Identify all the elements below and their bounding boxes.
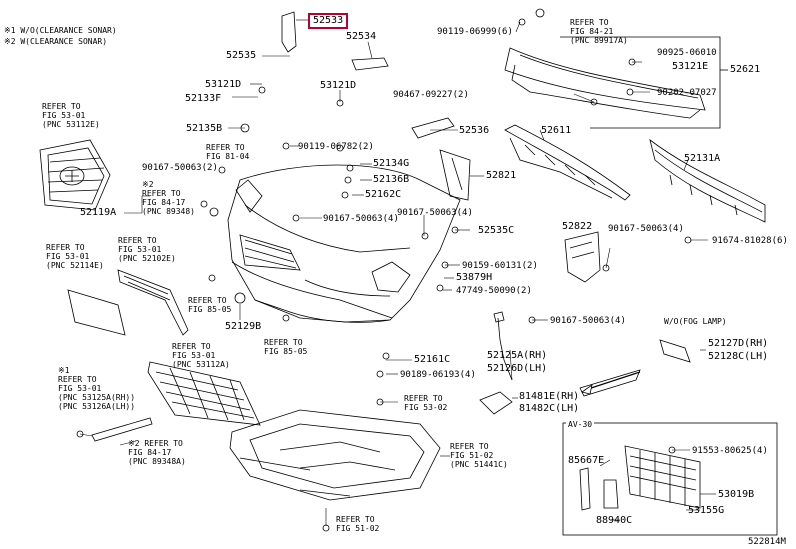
part-label[interactable]: 85667E [568, 455, 605, 466]
bolt-label[interactable]: 91674-81028(6) [712, 236, 788, 246]
bolt-label[interactable]: 90167-50063(4) [550, 316, 626, 326]
bolt-label[interactable]: 90167-50063(4) [397, 208, 473, 218]
part-label[interactable]: 53121D [320, 80, 357, 91]
part-label[interactable]: 52127D(RH) [708, 338, 769, 349]
reference-note[interactable]: ※2 REFER TO FIG 84-17 (PNC 89348A) [128, 439, 186, 466]
bolt-label[interactable]: 90189-06193(4) [400, 370, 476, 380]
bolt-label[interactable]: 47749-50090(2) [456, 286, 532, 296]
part-label[interactable]: 52134G [373, 158, 410, 169]
bolt-label[interactable]: 90925-06010 [657, 48, 717, 58]
reference-note[interactable]: REFER TO FIG 85-05 [264, 338, 308, 356]
part-label[interactable]: 53121E [672, 61, 709, 72]
part-label[interactable]: 52535 [226, 50, 257, 61]
diagram-id: 522814M [748, 537, 786, 547]
reference-note[interactable]: REFER TO FIG 51-02 [336, 515, 380, 533]
reference-note[interactable]: REFER TO FIG 53-01 (PNC 53112E) [42, 102, 100, 129]
reference-note[interactable]: REFER TO FIG 53-01 (PNC 53112A) [172, 342, 230, 369]
bolt-label[interactable]: 90167-50063(4) [323, 214, 399, 224]
part-label[interactable]: 52161C [414, 354, 451, 365]
part-label[interactable]: 52822 [562, 221, 593, 232]
box-title-av30: AV-30 [566, 420, 595, 429]
part-label[interactable]: 88940C [596, 515, 633, 526]
bolt-label[interactable]: 90467-09227(2) [393, 90, 469, 100]
reference-note[interactable]: REFER TO FIG 53-01 (PNC 52114E) [46, 243, 104, 270]
note-1: ※1 W/O(CLEARANCE SONAR) [4, 26, 117, 35]
part-label[interactable]: 52821 [486, 170, 517, 181]
part-label[interactable]: 52135B [186, 123, 223, 134]
part-label[interactable]: 52611 [541, 125, 572, 136]
part-label[interactable]: 52119A [80, 207, 117, 218]
part-label[interactable]: 52136B [373, 174, 410, 185]
part-label[interactable]: 53019B [718, 489, 755, 500]
part-label[interactable]: 52536 [459, 125, 490, 136]
box-title-fog-lamp: W/O(FOG LAMP) [664, 317, 727, 326]
note-2: ※2 W(CLEARANCE SONAR) [4, 37, 108, 46]
bolt-label[interactable]: 90119-06782(2) [298, 142, 374, 152]
reference-note[interactable]: REFER TO FIG 84-21 (PNC 89917A) [570, 18, 628, 45]
bolt-label[interactable]: 90202-07027 [657, 88, 717, 98]
bolt-label[interactable]: 90119-06999(6) [437, 27, 513, 37]
part-label[interactable]: 53155G [688, 505, 725, 516]
part-label-highlighted[interactable]: 52533 [308, 13, 349, 29]
bolt-label[interactable]: 91553-80625(4) [692, 446, 768, 456]
part-label[interactable]: 52126D(LH) [487, 363, 548, 374]
reference-note[interactable]: ※1 REFER TO FIG 53-01 (PNC 53125A(RH)) (… [58, 366, 136, 411]
reference-note[interactable]: REFER TO FIG 81-04 [206, 143, 250, 161]
reference-note[interactable]: REFER TO FIG 53-02 [404, 394, 448, 412]
part-label[interactable]: 52131A [684, 153, 721, 164]
reference-note[interactable]: REFER TO FIG 51-02 (PNC 51441C) [450, 442, 508, 469]
part-label[interactable]: 52125A(RH) [487, 350, 548, 361]
part-label[interactable]: 52534 [346, 31, 377, 42]
part-label[interactable]: 52535C [478, 225, 515, 236]
bolt-label[interactable]: 90159-60131(2) [462, 261, 538, 271]
part-label[interactable]: 52133F [185, 93, 222, 104]
part-label[interactable]: 81481E(RH) [519, 391, 580, 402]
reference-note[interactable]: ※2 REFER TO FIG 84-17 (PNC 89348) [142, 180, 195, 216]
reference-note[interactable]: REFER TO FIG 85-05 [188, 296, 232, 314]
bolt-label[interactable]: 90167-50063(4) [608, 224, 684, 234]
part-label[interactable]: 81482C(LH) [519, 403, 580, 414]
part-label[interactable]: 52162C [365, 189, 402, 200]
part-label[interactable]: 52128C(LH) [708, 351, 769, 362]
part-label[interactable]: 53879H [456, 272, 493, 283]
part-label[interactable]: 52129B [225, 321, 262, 332]
reference-note[interactable]: REFER TO FIG 53-01 (PNC 52102E) [118, 236, 176, 263]
part-label[interactable]: 52621 [730, 64, 761, 75]
bolt-label[interactable]: 90167-50063(2) [142, 163, 218, 173]
part-label[interactable]: 53121D [205, 79, 242, 90]
